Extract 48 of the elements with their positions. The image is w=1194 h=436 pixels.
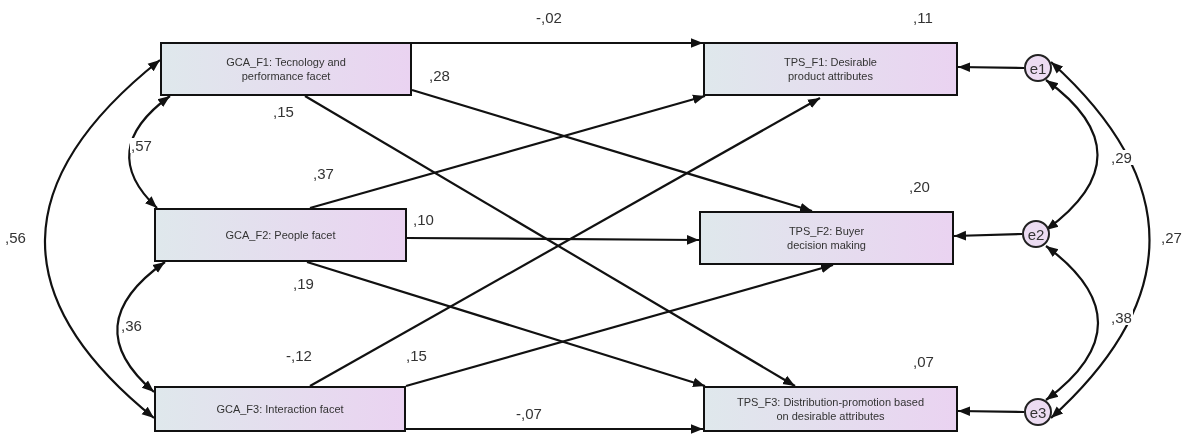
variable-box bbox=[160, 42, 412, 96]
curved-arrow bbox=[1045, 79, 1099, 231]
node-label: e2 bbox=[1027, 226, 1045, 242]
edge-label: ,38 bbox=[1110, 310, 1133, 325]
edge-label: ,19 bbox=[292, 276, 315, 291]
arrow bbox=[405, 263, 834, 388]
r-squared-value: ,11 bbox=[913, 10, 933, 25]
node-label: TPS_F3: Distribution-promotion based on desirable attributes bbox=[735, 394, 926, 424]
node-label: GCA_F3: Interaction facet bbox=[216, 401, 344, 417]
arrow bbox=[406, 424, 703, 434]
node-label: e3 bbox=[1029, 404, 1047, 420]
arrow bbox=[309, 94, 706, 210]
arrow bbox=[411, 88, 813, 213]
node-label: TPS_F1: Desirable product attributes bbox=[783, 54, 878, 84]
arrow bbox=[412, 38, 703, 48]
edge-label: ,15 bbox=[272, 104, 295, 119]
variable-box bbox=[699, 211, 954, 265]
node-label: e1 bbox=[1029, 60, 1047, 76]
node-label: GCA_F2: People facet bbox=[225, 227, 336, 243]
arrow bbox=[958, 406, 1024, 416]
edge-label: ,27 bbox=[1160, 230, 1183, 245]
node-label: TPS_F2: Buyer decision making bbox=[786, 223, 867, 253]
edge-label: -,02 bbox=[535, 10, 563, 25]
edge-label: ,57 bbox=[130, 138, 153, 153]
edge-label: ,36 bbox=[120, 318, 143, 333]
arrow bbox=[306, 260, 706, 388]
r-squared-value: ,07 bbox=[913, 354, 934, 369]
edge-label: ,37 bbox=[312, 166, 335, 181]
arrow bbox=[953, 230, 1023, 241]
arrow bbox=[407, 235, 699, 245]
edge-label: ,28 bbox=[428, 68, 451, 83]
variable-box bbox=[703, 386, 958, 432]
curved-arrow bbox=[116, 261, 166, 393]
node-label: GCA_F1: Tecnology and performance facet bbox=[225, 54, 347, 84]
edge-label: ,29 bbox=[1110, 150, 1133, 165]
curved-arrow bbox=[43, 59, 161, 419]
edge-label: ,15 bbox=[405, 348, 428, 363]
variable-box bbox=[154, 208, 407, 262]
variable-box bbox=[703, 42, 958, 96]
r-squared-value: ,20 bbox=[909, 179, 930, 194]
edge-label: -,12 bbox=[285, 348, 313, 363]
edge-label: -,07 bbox=[515, 406, 543, 421]
variable-box bbox=[154, 386, 406, 432]
edge-label: ,56 bbox=[4, 230, 27, 245]
curved-arrow bbox=[128, 95, 171, 209]
edge-label: ,10 bbox=[412, 212, 435, 227]
arrow bbox=[958, 62, 1024, 72]
curved-arrow bbox=[1045, 245, 1099, 401]
